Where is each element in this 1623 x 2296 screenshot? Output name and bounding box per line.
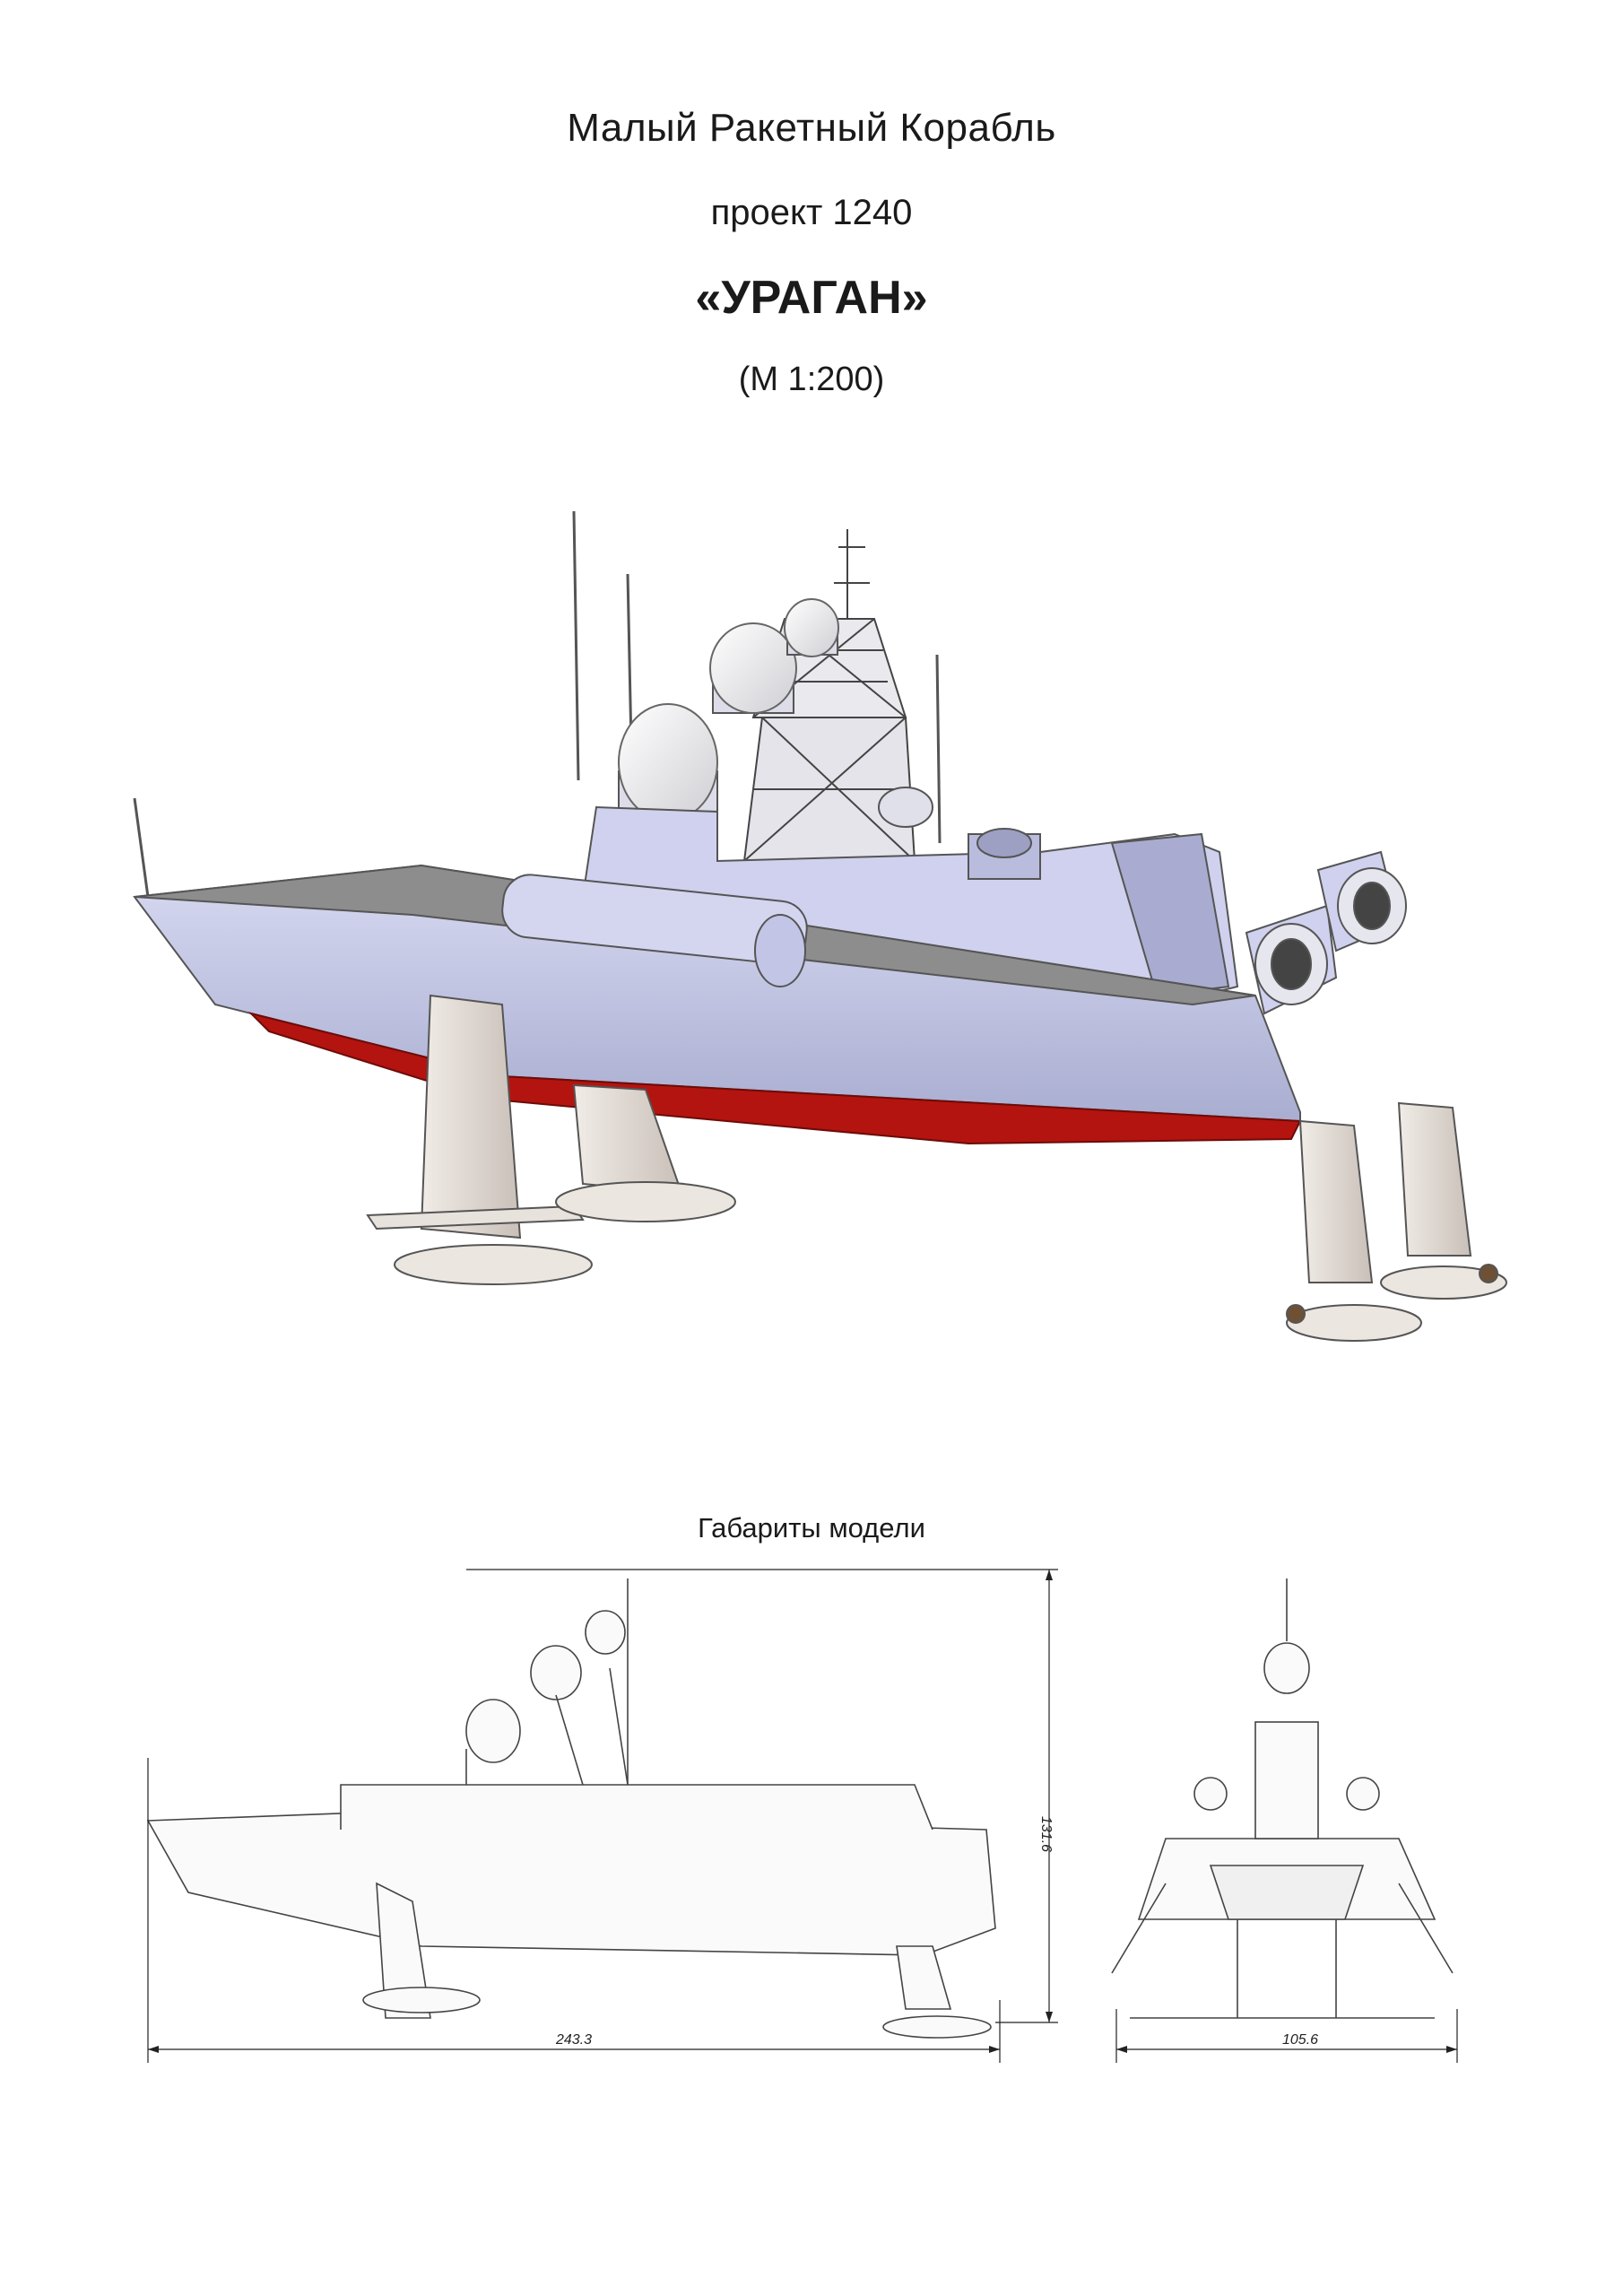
side-view-drawing (146, 1578, 996, 2039)
scale-label: (М 1:200) (738, 361, 885, 398)
ship-name: «УРАГАН» (695, 272, 928, 324)
hydrofoils (366, 994, 1507, 1342)
height-dimension: 131.6 (1038, 1816, 1054, 1852)
missile-launchers (501, 850, 1407, 1015)
front-view-drawing (1111, 1578, 1454, 2019)
width-dimension: 105.6 (1282, 2032, 1318, 2048)
page-title: Малый Ракетный Корабль (567, 106, 1056, 150)
ship-3d-render (133, 510, 1507, 1342)
length-dimension: 243.3 (555, 2032, 592, 2048)
dimensions-title: Габариты модели (698, 1512, 925, 1544)
project-number: проект 1240 (710, 193, 913, 232)
dimension-lines (147, 1569, 1458, 2063)
